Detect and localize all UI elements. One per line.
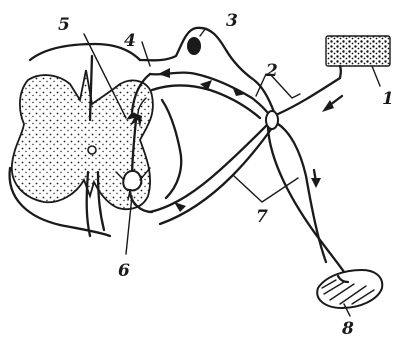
- label-6: 6: [118, 261, 130, 281]
- label-8: 8: [341, 319, 354, 337]
- receptor: [326, 36, 390, 78]
- label-5: 5: [58, 15, 70, 35]
- ventral-root: [150, 86, 272, 225]
- central-canal: [88, 146, 96, 154]
- dorsal-root: [140, 28, 274, 118]
- label-2: 2: [265, 61, 278, 81]
- effector-muscle: [317, 270, 382, 308]
- label-1: 1: [382, 89, 394, 109]
- spinal-ganglion: [187, 37, 201, 55]
- label-3: 3: [226, 11, 238, 31]
- motor-neuron: [123, 171, 141, 190]
- label-4: 4: [124, 31, 136, 51]
- label-7: 7: [256, 207, 268, 227]
